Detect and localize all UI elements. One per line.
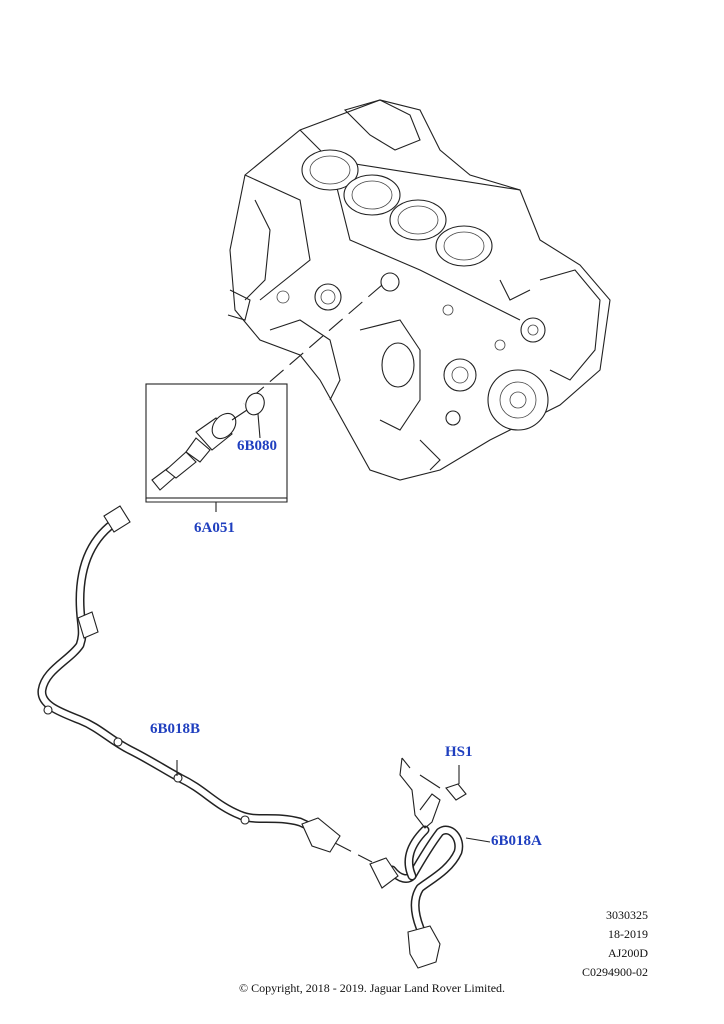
sensor-6A051-illustration: [151, 407, 251, 491]
reference-number: 3030325: [606, 908, 648, 922]
callout-6B018A[interactable]: 6B018A: [491, 833, 542, 849]
reference-date: 18-2019: [608, 927, 648, 941]
sensor-group-box: [145, 383, 288, 499]
connector-line: [334, 842, 373, 863]
group-bracket: [145, 498, 288, 512]
assembly-line: [243, 284, 383, 405]
callout-HS1[interactable]: HS1: [445, 744, 473, 760]
callout-6B080[interactable]: 6B080: [237, 438, 278, 454]
copyright-notice: © Copyright, 2018 - 2019. Jaguar Land Ro…: [238, 981, 506, 995]
bolt-HS1-illustration: [445, 765, 467, 801]
callout-6A051[interactable]: 6A051: [194, 520, 235, 536]
reference-engine-code: AJ200D: [607, 946, 648, 960]
o-ring-6B080-illustration: [245, 392, 265, 439]
callout-6B018B[interactable]: 6B018B: [150, 721, 201, 737]
reference-illustration-id: C0294900-02: [582, 965, 648, 979]
harness-6B018A-illustration: [369, 757, 491, 969]
engine-block-illustration: [227, 99, 611, 481]
harness-6B018B-illustration: [37, 505, 341, 853]
